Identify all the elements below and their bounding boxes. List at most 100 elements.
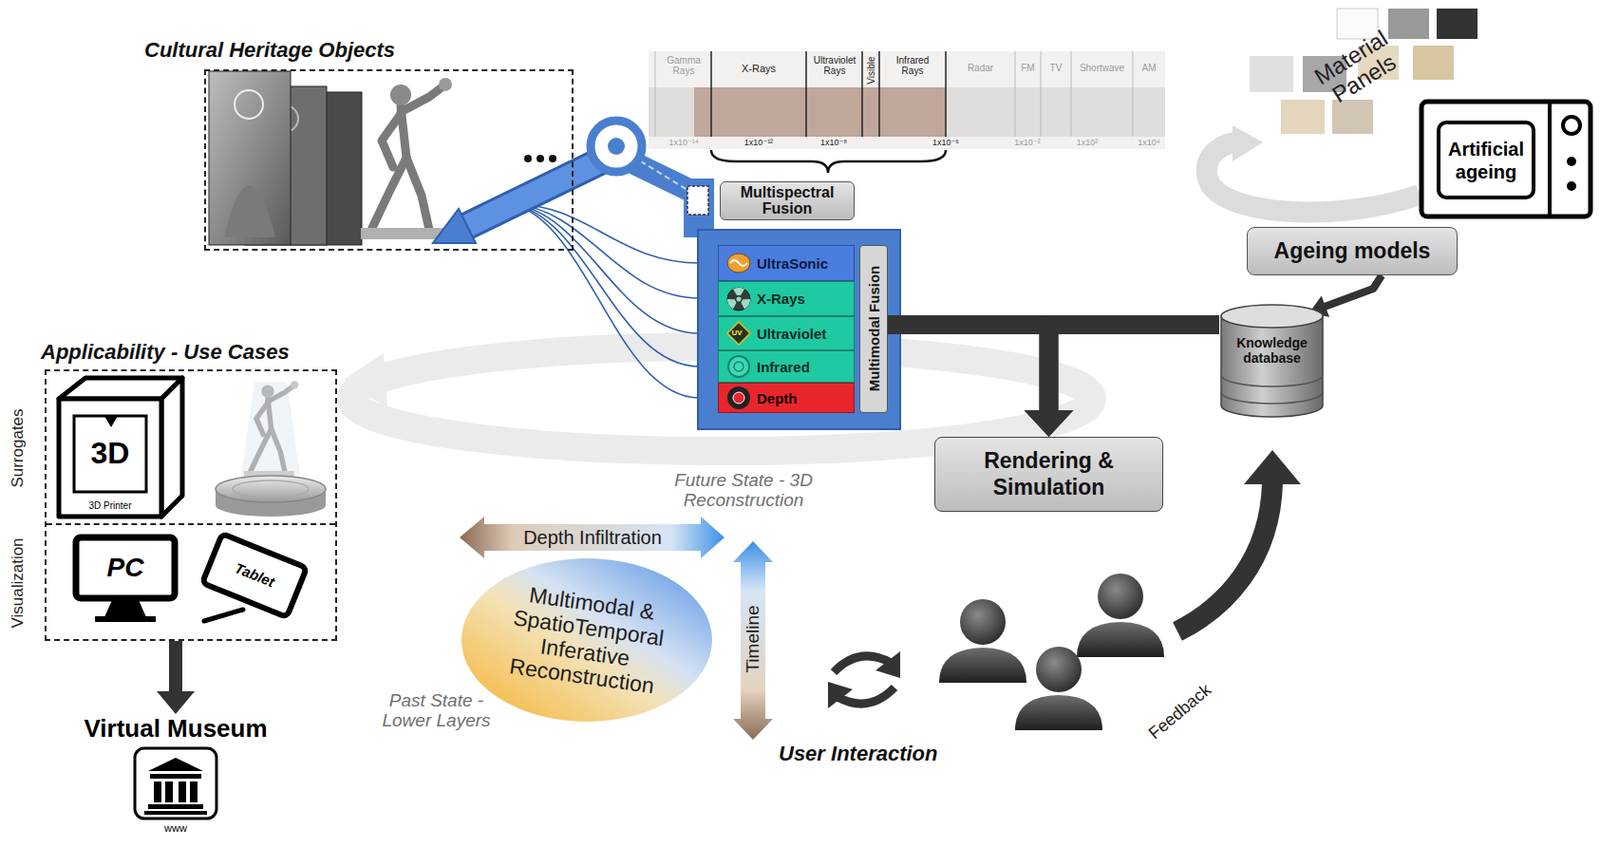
text-label: Future State - 3D Reconstruction <box>653 470 834 511</box>
node-text: Applicability - Use Cases <box>40 339 290 365</box>
modality-icon <box>726 250 752 276</box>
node-text: Artificial ageing <box>1440 137 1532 184</box>
arrow-line <box>887 324 1050 412</box>
radiation-icon-part <box>738 295 752 309</box>
cultural-objects-part <box>224 185 276 238</box>
spectrum-bar-part <box>711 51 946 137</box>
hologram-icon-part <box>239 381 302 490</box>
people-icons-part <box>939 647 1027 683</box>
spectrum-bar-part <box>710 51 713 137</box>
museum-icon-part <box>189 781 198 803</box>
depth-icon <box>726 385 752 411</box>
node-text: Infrared <box>756 358 810 376</box>
fusion-bar: Multimodal Fusion <box>859 244 888 414</box>
wires-part <box>512 204 700 299</box>
tablet-icon-part <box>204 609 244 622</box>
hologram-icon-part <box>232 480 309 498</box>
cycle-ring-part <box>343 353 388 409</box>
material-panels-part <box>1249 56 1294 93</box>
text-label: Depth Infiltration <box>523 527 662 548</box>
text-label: Radar <box>947 62 1014 74</box>
ageing-loop <box>1206 125 1420 212</box>
modality-icon <box>726 286 752 312</box>
ageing-oven-part <box>1562 116 1581 134</box>
pc-icon-part <box>75 537 175 599</box>
text-label: Infrared Rays <box>889 55 936 76</box>
ageing-oven <box>1421 101 1591 217</box>
modality-row: Depth <box>717 382 855 414</box>
feedback-arrow <box>1177 450 1301 632</box>
cultural-objects-part <box>548 154 557 163</box>
ageing-oven-part <box>1547 101 1552 217</box>
museum-icon-part <box>153 781 162 803</box>
text-label: 1x10² <box>1064 138 1111 149</box>
spectrum-bar-part <box>648 51 1166 150</box>
radiation-icon-part <box>733 286 745 295</box>
text-label: Timeline <box>743 604 764 673</box>
node-text: Surrogates <box>8 408 28 488</box>
museum-icon-part <box>134 748 217 819</box>
modality-row: Infrared <box>717 350 855 383</box>
object-group: Cultural Heritage Objects <box>204 69 574 251</box>
text-label: Past State - Lower Layers <box>372 691 501 732</box>
material-panels-part <box>1388 8 1430 39</box>
material-panels-part <box>1436 8 1478 39</box>
model-box: Ageing models <box>1246 226 1458 276</box>
text-label: 3D Printer <box>88 500 132 511</box>
text-label: Feedback <box>1145 680 1215 744</box>
ageing-oven-part <box>1566 181 1577 191</box>
scanner-arm-part <box>467 157 608 226</box>
museum-icon-part <box>144 810 208 815</box>
flow-arrow <box>1309 275 1382 318</box>
cultural-objects-part <box>524 154 532 163</box>
fusion-box: Multispectral Fusion <box>719 181 855 221</box>
people-icons-part <box>960 599 1006 645</box>
hologram-icon <box>215 380 326 517</box>
database-cylinder: Knowledge database <box>1219 302 1325 419</box>
depth-arrow-part <box>459 516 725 559</box>
text-label: 1x10⁻⁶ <box>922 138 969 149</box>
people-icons-part <box>1076 621 1165 658</box>
spectrum-bar-part <box>648 87 1166 137</box>
tablet-icon-part <box>202 533 307 618</box>
cycle-ring-part <box>351 346 1092 452</box>
printer-icon <box>58 377 183 517</box>
museum-icon-part <box>148 757 204 772</box>
cylinder-shape-part <box>1221 375 1323 404</box>
ultrasonic-icon-part <box>727 253 751 273</box>
node-text: Visualization <box>8 537 28 628</box>
node-text: Ageing models <box>1274 238 1431 264</box>
node-text: X-Rays <box>756 290 806 307</box>
modality-row: UltraSonic <box>717 244 855 282</box>
refresh-icon-part <box>875 651 901 678</box>
infrared-icon <box>726 354 752 379</box>
museum-icon-part <box>148 804 204 810</box>
material-panels-part <box>1280 99 1325 134</box>
cycle-ring <box>343 346 1092 452</box>
radiation-icon <box>726 286 752 312</box>
museum-node: Virtual Museumwww <box>47 714 304 838</box>
spectrum-bar-part <box>878 51 881 137</box>
node-text: Rendering & Simulation <box>935 448 1163 501</box>
arrow-head <box>156 691 195 715</box>
reconstruction-ellipse: Multimodal & SpatioTemporal Inferative R… <box>459 556 715 724</box>
visualization-group: Visualization <box>46 527 336 640</box>
text-label: TV <box>1041 62 1071 74</box>
scanner-arm-part <box>697 229 901 430</box>
uv-icon-part <box>727 321 751 345</box>
ultrasonic-icon-part <box>730 260 748 266</box>
ultrasonic-icon <box>726 250 752 276</box>
depth-icon-part <box>733 392 745 404</box>
node-text: www <box>47 822 304 834</box>
text-label: UV <box>731 329 742 339</box>
text-label: Ultraviolet Rays <box>808 55 862 76</box>
pc-icon <box>75 537 175 622</box>
scanner-arm-part <box>683 178 715 238</box>
hologram-icon-part <box>244 380 300 478</box>
modality-icon <box>726 385 752 411</box>
printer-icon-part <box>161 377 183 517</box>
node-text: Ultraviolet <box>756 325 827 342</box>
scanner-arm-part <box>467 157 608 226</box>
infrared-icon-part <box>734 361 744 372</box>
spectrum-bar-part <box>1132 51 1134 137</box>
